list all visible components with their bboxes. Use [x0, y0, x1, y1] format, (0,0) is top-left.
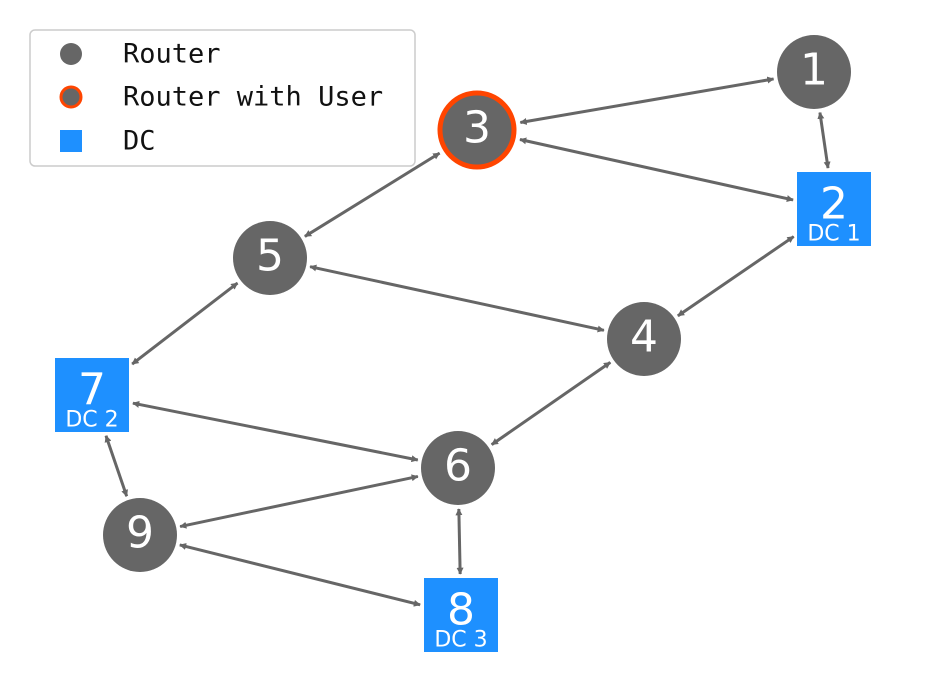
edge-1-2 — [817, 111, 831, 169]
node-label: 4 — [630, 312, 658, 363]
node-6: 6 — [421, 431, 495, 505]
dc-name-label: DC 2 — [65, 408, 118, 433]
legend-router-with-user-label: Router with User — [123, 82, 383, 113]
edge-5-4 — [309, 264, 605, 333]
node-8: 8DC 3 — [424, 578, 498, 653]
node-3: 3 — [437, 90, 517, 170]
node-label: 7 — [78, 365, 106, 416]
dc-square — [55, 358, 129, 432]
edge-5-7 — [131, 281, 239, 366]
router-with-user-circle — [437, 90, 517, 170]
node-9: 9 — [103, 498, 177, 572]
router-circle — [607, 302, 681, 376]
legend-dc-label: DC — [123, 126, 156, 157]
legend-router-with-user-marker — [59, 85, 83, 109]
router-circle — [421, 431, 495, 505]
legend-router-marker — [60, 43, 82, 65]
dc-name-label: DC 3 — [434, 628, 487, 653]
edge-2-4 — [676, 235, 795, 318]
legend-box — [29, 29, 416, 167]
dc-square — [424, 578, 498, 652]
node-label: 1 — [800, 45, 828, 96]
router-circle — [777, 35, 851, 109]
edge-3-2 — [519, 137, 794, 203]
dc-name-label: DC 1 — [807, 222, 860, 247]
edge-6-9 — [179, 474, 419, 529]
node-label: 9 — [126, 508, 154, 559]
node-label: 6 — [444, 441, 472, 492]
node-5: 5 — [233, 221, 307, 295]
node-7: 7DC 2 — [55, 358, 129, 433]
node-label: 5 — [256, 231, 284, 282]
dc-square — [797, 172, 871, 246]
edge-9-8 — [179, 543, 421, 607]
edge-7-6 — [132, 400, 419, 463]
edge-4-6 — [490, 361, 612, 446]
node-4: 4 — [607, 302, 681, 376]
node-label: 3 — [463, 103, 491, 154]
edge-7-9 — [104, 435, 129, 497]
node-label: 2 — [820, 179, 848, 230]
node-1: 1 — [777, 35, 851, 109]
node-2: 2DC 1 — [797, 172, 871, 247]
legend: Router Router with User DC — [29, 29, 416, 167]
legend-dc-marker — [60, 130, 82, 152]
edges — [104, 76, 831, 607]
router-circle — [103, 498, 177, 572]
edge-1-3 — [519, 76, 775, 125]
router-circle — [233, 221, 307, 295]
edge-3-5 — [304, 151, 441, 238]
node-label: 8 — [447, 585, 475, 636]
legend-router-label: Router — [123, 39, 221, 70]
edge-6-8 — [455, 508, 464, 575]
